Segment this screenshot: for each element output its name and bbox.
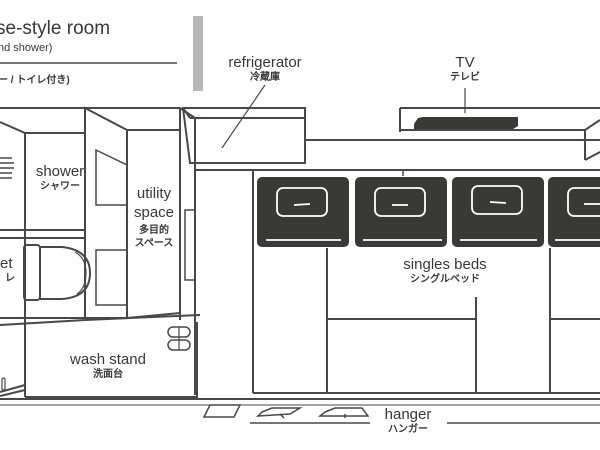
- page-title: se-style room: [0, 18, 111, 39]
- page-subtitle: nd shower): [0, 42, 53, 54]
- utility-label-en1: utility: [136, 185, 172, 202]
- bed-area: [252, 169, 600, 394]
- page-subtitle-jp: ー / トイレ付き): [0, 75, 70, 86]
- bed-headboards: [257, 177, 600, 247]
- hanger-label-en: hanger: [384, 406, 432, 423]
- refrigerator-label-jp: 冷蔵庫: [250, 72, 280, 83]
- wash-stand: [24, 320, 198, 399]
- refrigerator-label: refrigerator 冷蔵庫: [222, 54, 308, 84]
- tv-label-jp: テレビ: [450, 72, 480, 83]
- refrigerator: [181, 84, 600, 171]
- refrigerator-label-en: refrigerator: [228, 54, 302, 71]
- toilet-label-en: et: [0, 255, 13, 272]
- utility-label-jp2: スペース: [134, 238, 174, 249]
- tv-unit: [414, 117, 518, 129]
- beds-label-jp: シングルベッド: [410, 274, 480, 285]
- toilet-bowl: [40, 246, 92, 300]
- bathroom-unit: [0, 106, 201, 397]
- wash-stand-label-en: wash stand: [70, 351, 146, 368]
- tv-shelf: [399, 88, 600, 161]
- toilet-label-jp: レ: [5, 273, 15, 284]
- utility-label-jp1: 多目的: [139, 225, 169, 236]
- hanger-label-jp: ハンガー: [388, 424, 428, 435]
- shower-label-jp: シャワー: [40, 181, 80, 192]
- shower-label-en: shower: [35, 163, 85, 180]
- wash-stand-label-jp: 洗面台: [93, 369, 123, 380]
- hanger-rail: [202, 404, 600, 424]
- tv-label: TV テレビ: [445, 54, 485, 84]
- wash-stand-label: wash stand 洗面台: [60, 351, 156, 381]
- beds-label-en: singles beds: [403, 256, 487, 273]
- shower-label: shower シャワー: [28, 163, 92, 193]
- utility-space: [85, 107, 196, 395]
- toilet-label: et レ: [0, 255, 15, 285]
- hanger-label: hanger ハンガー: [375, 406, 441, 436]
- tv-label-en: TV: [455, 54, 475, 71]
- gray-divider-bar: [193, 16, 203, 91]
- beds-label: singles beds シングルベッド: [390, 256, 500, 286]
- utility-space-label: utility space 多目的 スペース: [128, 185, 180, 250]
- utility-label-en2: space: [133, 204, 175, 221]
- toilet-tank: [23, 244, 41, 301]
